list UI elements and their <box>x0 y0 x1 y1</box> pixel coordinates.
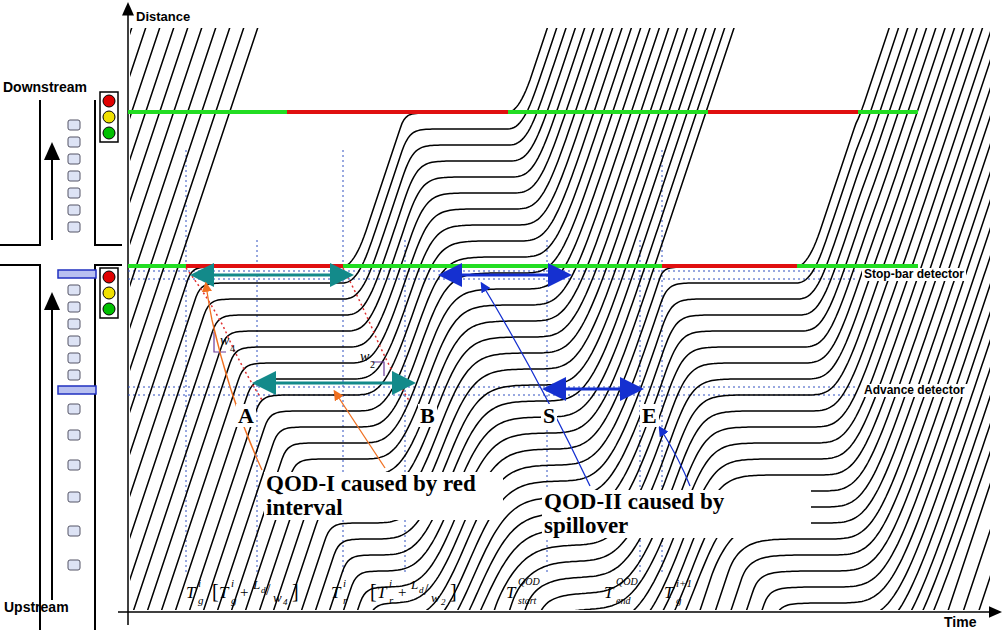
trajectory <box>130 28 184 610</box>
tick-label: + <box>240 585 248 601</box>
trajectory <box>622 227 990 610</box>
location-label: Upstream <box>4 600 69 615</box>
tick-label: T <box>604 584 613 602</box>
tick-label: [ <box>212 581 219 602</box>
detectors <box>58 270 96 394</box>
trajectory <box>664 311 990 610</box>
wave-symbol: w <box>360 350 369 365</box>
tick-label: r <box>389 595 393 607</box>
trajectory <box>510 28 990 610</box>
tick-label: / <box>424 582 428 599</box>
tick-label: ] <box>450 581 457 602</box>
tick-label: g <box>198 595 204 607</box>
leader-lines <box>206 284 690 486</box>
trajectory <box>130 28 142 610</box>
trajectory <box>776 594 990 610</box>
point-label: S <box>541 404 557 427</box>
detector-label: Stop-bar detector <box>862 268 966 281</box>
tick-label: i <box>343 578 346 590</box>
traffic-lights <box>100 92 118 318</box>
trajectory <box>580 143 990 610</box>
point-label: B <box>418 404 437 427</box>
wave-symbol: w <box>220 334 229 349</box>
tick-label: i <box>231 578 234 590</box>
tick-label: 2 <box>441 598 446 607</box>
tick-label: T <box>506 584 515 602</box>
tick-label: start <box>518 596 536 607</box>
trajectory <box>524 31 990 610</box>
trajectory <box>454 28 964 610</box>
road-schematic <box>0 100 122 630</box>
trajectory <box>650 283 990 610</box>
signal-bars <box>128 112 918 266</box>
tick-label: r <box>343 595 347 607</box>
callout-text: QOD-II caused by spillover <box>542 490 811 538</box>
tick-label: T <box>219 584 228 602</box>
tick-label: g <box>676 595 682 607</box>
tick-label: w <box>431 591 440 605</box>
trajectory <box>426 28 946 610</box>
trajectory <box>130 28 170 610</box>
trajectory <box>594 171 990 610</box>
tick-label: T <box>377 584 386 602</box>
point-label: A <box>236 404 256 427</box>
trajectory <box>468 28 974 610</box>
tick-label: w <box>273 591 282 605</box>
shockwave-marks <box>214 332 384 376</box>
tick-label: QOD <box>518 577 540 588</box>
qod-arrows <box>196 275 638 389</box>
point-label: E <box>640 404 659 427</box>
tick-label: i <box>389 578 392 590</box>
vehicles <box>68 120 80 570</box>
tick-label: [ <box>370 581 377 602</box>
tick-label: / <box>266 582 270 599</box>
tick-label: T <box>331 584 340 602</box>
trajectory <box>608 199 990 610</box>
location-label: Downstream <box>3 80 87 95</box>
axis-label: Distance <box>136 10 190 24</box>
tick-label: + <box>398 585 406 601</box>
axis-label: Time <box>944 615 976 630</box>
trajectory <box>636 255 990 610</box>
vehicle-trajectories <box>130 28 990 610</box>
wave-subscript: 4 <box>230 344 235 355</box>
shockwave-lines <box>186 268 410 402</box>
tick-label: end <box>616 596 630 607</box>
trajectory <box>496 28 990 610</box>
trajectory <box>762 547 990 610</box>
tick-label: g <box>231 595 237 607</box>
trajectory <box>538 59 990 610</box>
tick-label: QOD <box>616 577 638 588</box>
tick-label: d <box>261 586 266 595</box>
trajectory <box>130 28 198 610</box>
tick-label: L <box>253 578 260 592</box>
trajectory <box>398 28 927 610</box>
tick-label: L <box>411 578 418 592</box>
tick-label: d <box>419 586 424 595</box>
trajectory <box>440 28 955 610</box>
trajectory <box>130 28 557 610</box>
trajectory <box>130 28 156 610</box>
tick-label: T <box>664 584 673 602</box>
trajectory <box>412 28 936 610</box>
trajectory <box>130 28 212 610</box>
tick-label: i+1 <box>676 578 692 590</box>
wave-subscript: 2 <box>370 360 375 371</box>
tick-label: 4 <box>283 598 288 607</box>
callout-text: QOD-I caused by red interval <box>264 472 503 520</box>
tick-label: T <box>186 584 195 602</box>
detector-label: Advance detector <box>862 384 967 397</box>
tick-label: i <box>198 578 201 590</box>
tick-label: ] <box>292 581 299 602</box>
trajectory <box>678 339 990 610</box>
trajectory <box>692 367 990 610</box>
